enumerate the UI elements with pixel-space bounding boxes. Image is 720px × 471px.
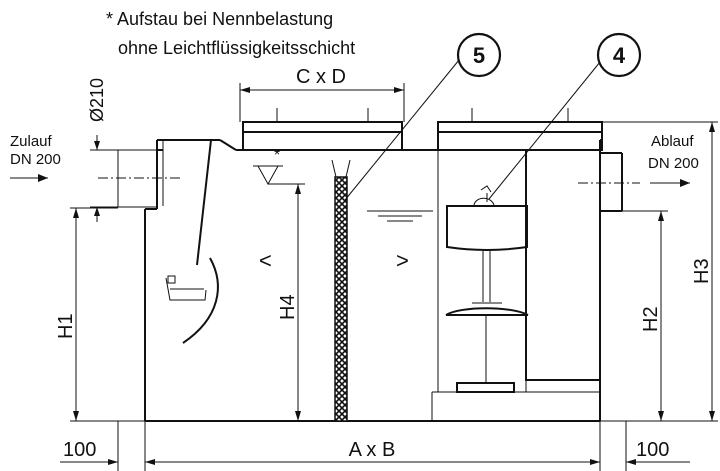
dim-h4-label: H4 [277,294,299,320]
inlet-baffle [157,139,219,344]
cover-right [437,108,603,151]
dim-h4: H4 [268,183,305,421]
callout-4-number: 4 [613,43,626,68]
flow-right-mark: > [396,248,409,273]
dim-cover-opening-label: C x D [296,66,346,88]
inlet-pipe [98,149,180,208]
outlet-chamber [431,149,601,421]
callout-5-number: 5 [473,43,485,68]
dim-h3: H3 [602,121,718,422]
outlet-name: Ablauf [651,133,694,150]
flow-left-mark: < [259,248,272,273]
dim-right-clearance-label: 100 [636,439,669,461]
cover-left [242,108,403,151]
dim-cover-opening: C x D [239,66,405,122]
dim-left-clearance-label: 100 [63,439,96,461]
note-line-1: * Aufstau bei Nennbelastung [106,9,333,29]
dim-bottom [60,421,690,471]
inlet-arrow [10,174,48,182]
dim-h2-label: H2 [640,306,662,332]
inlet-name: Zulauf [10,133,53,150]
dim-h2: H2 [600,210,668,422]
coalescence-filter [331,159,351,422]
water-level-star: * [274,147,280,164]
callout-5: 5 [344,32,502,201]
dim-h3-label: H3 [691,258,713,284]
dim-pipe-diameter: Ø210 [87,78,118,222]
callout-4: 4 [488,32,642,200]
water-level: * [253,147,433,222]
outlet-arrow [650,179,690,187]
inlet-size: DN 200 [10,151,61,168]
dim-base-label: A x B [349,439,396,461]
dim-h1-label: H1 [55,313,77,339]
tank-body [144,139,623,422]
float-closure [445,185,529,393]
outlet-size: DN 200 [648,155,699,172]
note-line-2: ohne Leichtflüssigkeitsschicht [118,38,355,58]
dim-pipe-diameter-label: Ø210 [87,78,107,122]
dim-h1: H1 [55,207,145,422]
